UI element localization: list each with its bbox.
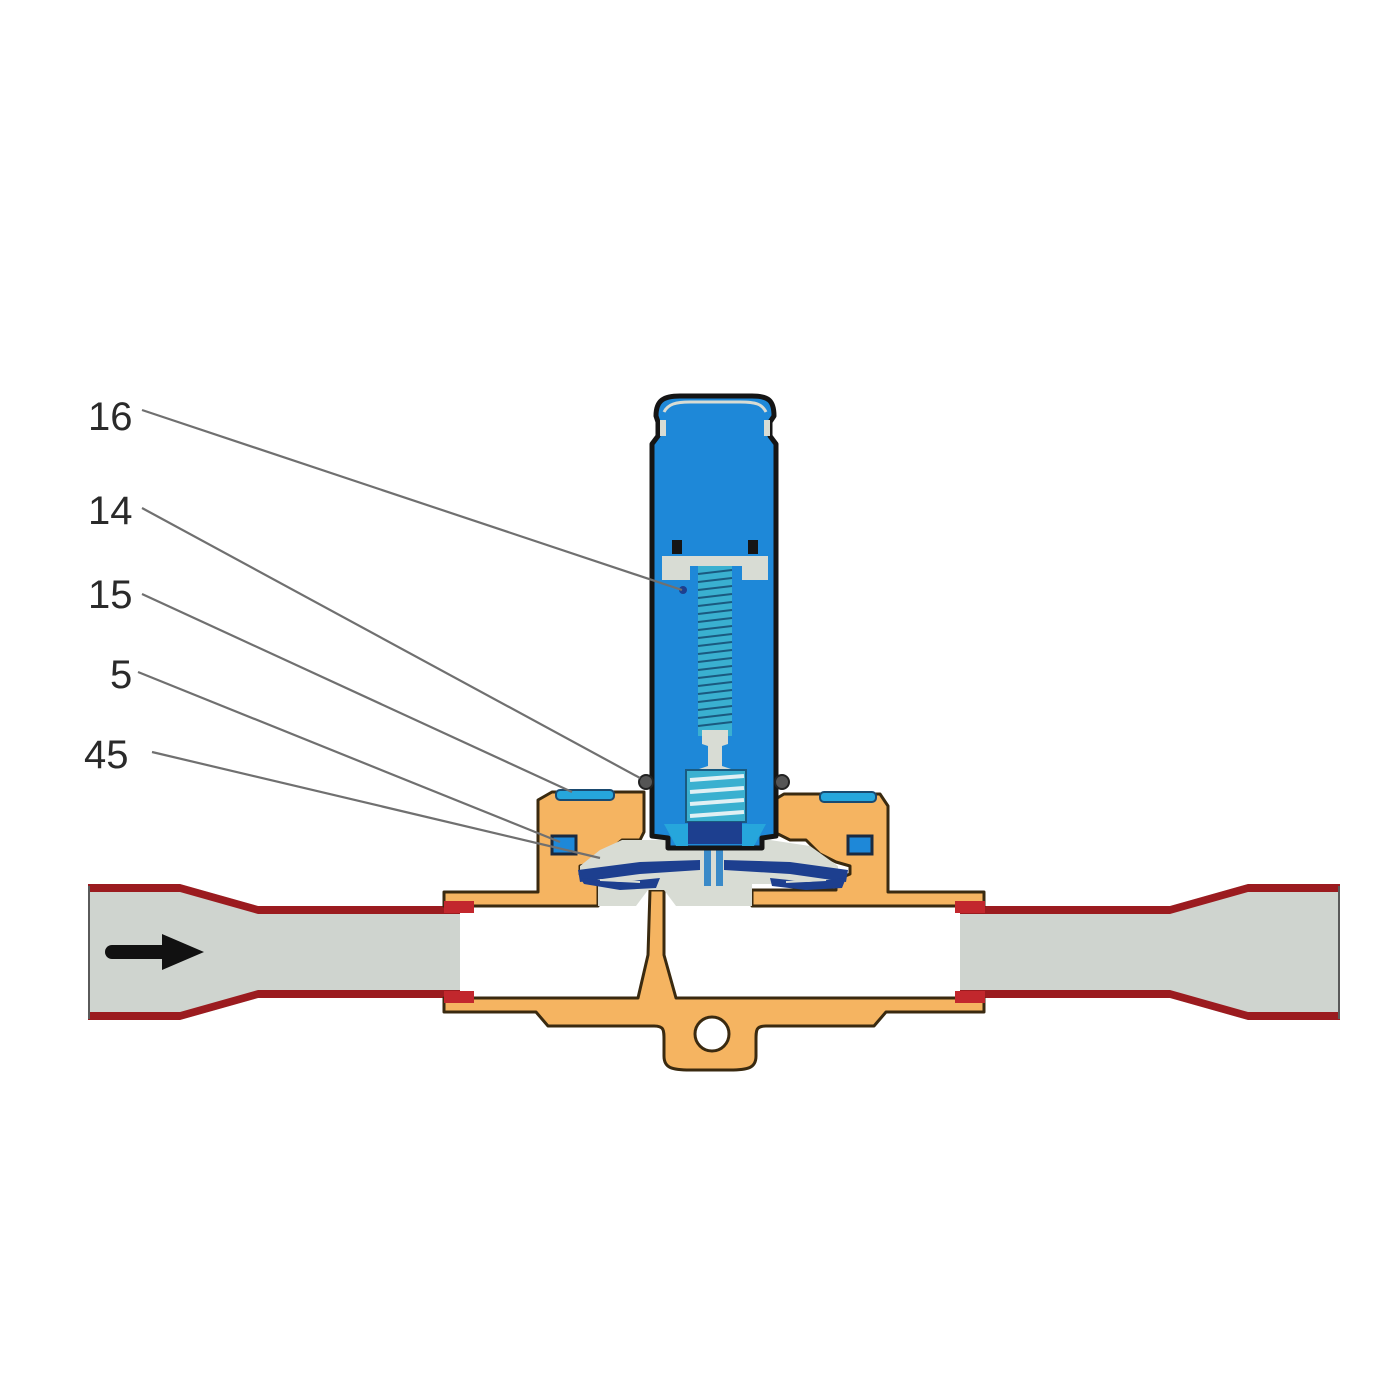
mounting-hole [693, 1015, 731, 1053]
inlet-pipe [88, 884, 460, 1020]
outlet-pipe [960, 884, 1340, 1020]
spring-lower [685, 769, 747, 823]
callout-15: 15 [88, 573, 133, 617]
o-ring-right [774, 774, 790, 790]
armature-marker [679, 586, 687, 594]
diaphragm [578, 860, 848, 890]
callout-14: 14 [88, 489, 133, 533]
leader-15 [141, 593, 573, 793]
callout-5: 5 [110, 653, 132, 697]
callout-16: 16 [88, 395, 133, 439]
leader-14 [141, 507, 641, 779]
leader-45 [151, 750, 601, 860]
body-gaskets [550, 834, 874, 856]
spring-upper [697, 566, 733, 736]
leader-5 [137, 670, 561, 844]
callout-45: 45 [84, 733, 129, 777]
arrow-right-icon [105, 934, 204, 970]
leader-16 [141, 408, 683, 592]
armature-tube [649, 393, 779, 851]
pilot-pin [704, 840, 723, 886]
leader-lines [137, 408, 683, 860]
callout-labels: 16 14 15 5 45 [84, 395, 133, 777]
pipe-sockets [444, 901, 985, 1003]
o-ring-left [638, 774, 654, 790]
